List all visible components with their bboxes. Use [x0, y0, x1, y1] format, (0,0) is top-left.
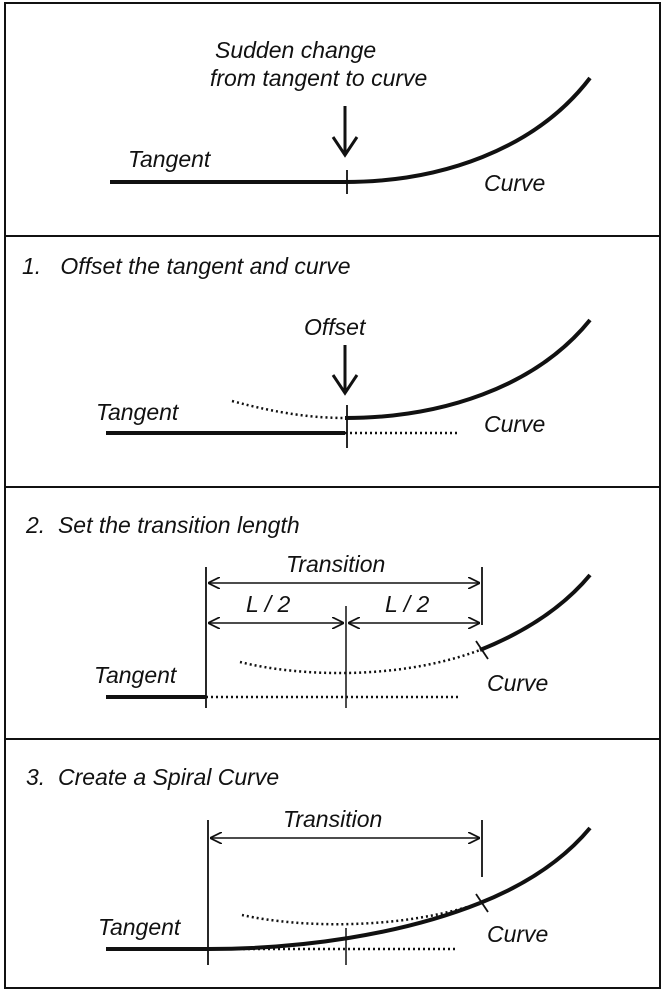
- curve-label: Curve: [487, 921, 548, 947]
- panel-offset: 1. Offset the tangent and curve Offset T…: [22, 253, 592, 448]
- down-arrow-icon: [331, 345, 359, 396]
- arrow-label-line-2: from tangent to curve: [210, 65, 427, 91]
- curve-end-tick: [475, 640, 489, 660]
- curve-label: Curve: [487, 670, 548, 696]
- curve-line: [344, 76, 592, 184]
- panel-sudden-change: Sudden change from tangent to curve Tang…: [110, 37, 592, 196]
- diagram-frame: [4, 2, 661, 989]
- curve-end-tick: [475, 893, 489, 913]
- tangent-label: Tangent: [98, 914, 182, 940]
- transition-label: Transition: [283, 806, 382, 832]
- spiral-curve: [207, 901, 481, 951]
- panel-title: 2. Set the transition length: [25, 512, 300, 538]
- curve-label: Curve: [484, 411, 545, 437]
- offset-curve-dotted: [239, 648, 481, 675]
- curve-line: [479, 573, 592, 652]
- panel-title: 1. Offset the tangent and curve: [22, 253, 351, 279]
- panel-spiral-curve: 3. Create a Spiral Curve Transition Tang…: [26, 764, 592, 965]
- transition-label: Transition: [286, 551, 385, 577]
- down-arrow-icon: [331, 106, 359, 158]
- curve-line: [344, 318, 592, 420]
- offset-curve-dotted: [231, 399, 346, 420]
- panel-title: 3. Create a Spiral Curve: [26, 764, 279, 790]
- arrow-label-line-1: Sudden change: [215, 37, 376, 63]
- half-length-label-left: L / 2: [246, 591, 291, 617]
- tangent-label: Tangent: [128, 146, 212, 172]
- offset-curve-dotted: [241, 901, 481, 926]
- half-length-label-right: L / 2: [385, 591, 430, 617]
- tangent-label: Tangent: [94, 662, 178, 688]
- curve-line: [479, 826, 592, 905]
- arrow-label-line-1: Offset: [304, 314, 367, 340]
- tangent-label: Tangent: [96, 399, 180, 425]
- panel-transition-length: 2. Set the transition length Transition …: [25, 512, 592, 708]
- curve-label: Curve: [484, 170, 545, 196]
